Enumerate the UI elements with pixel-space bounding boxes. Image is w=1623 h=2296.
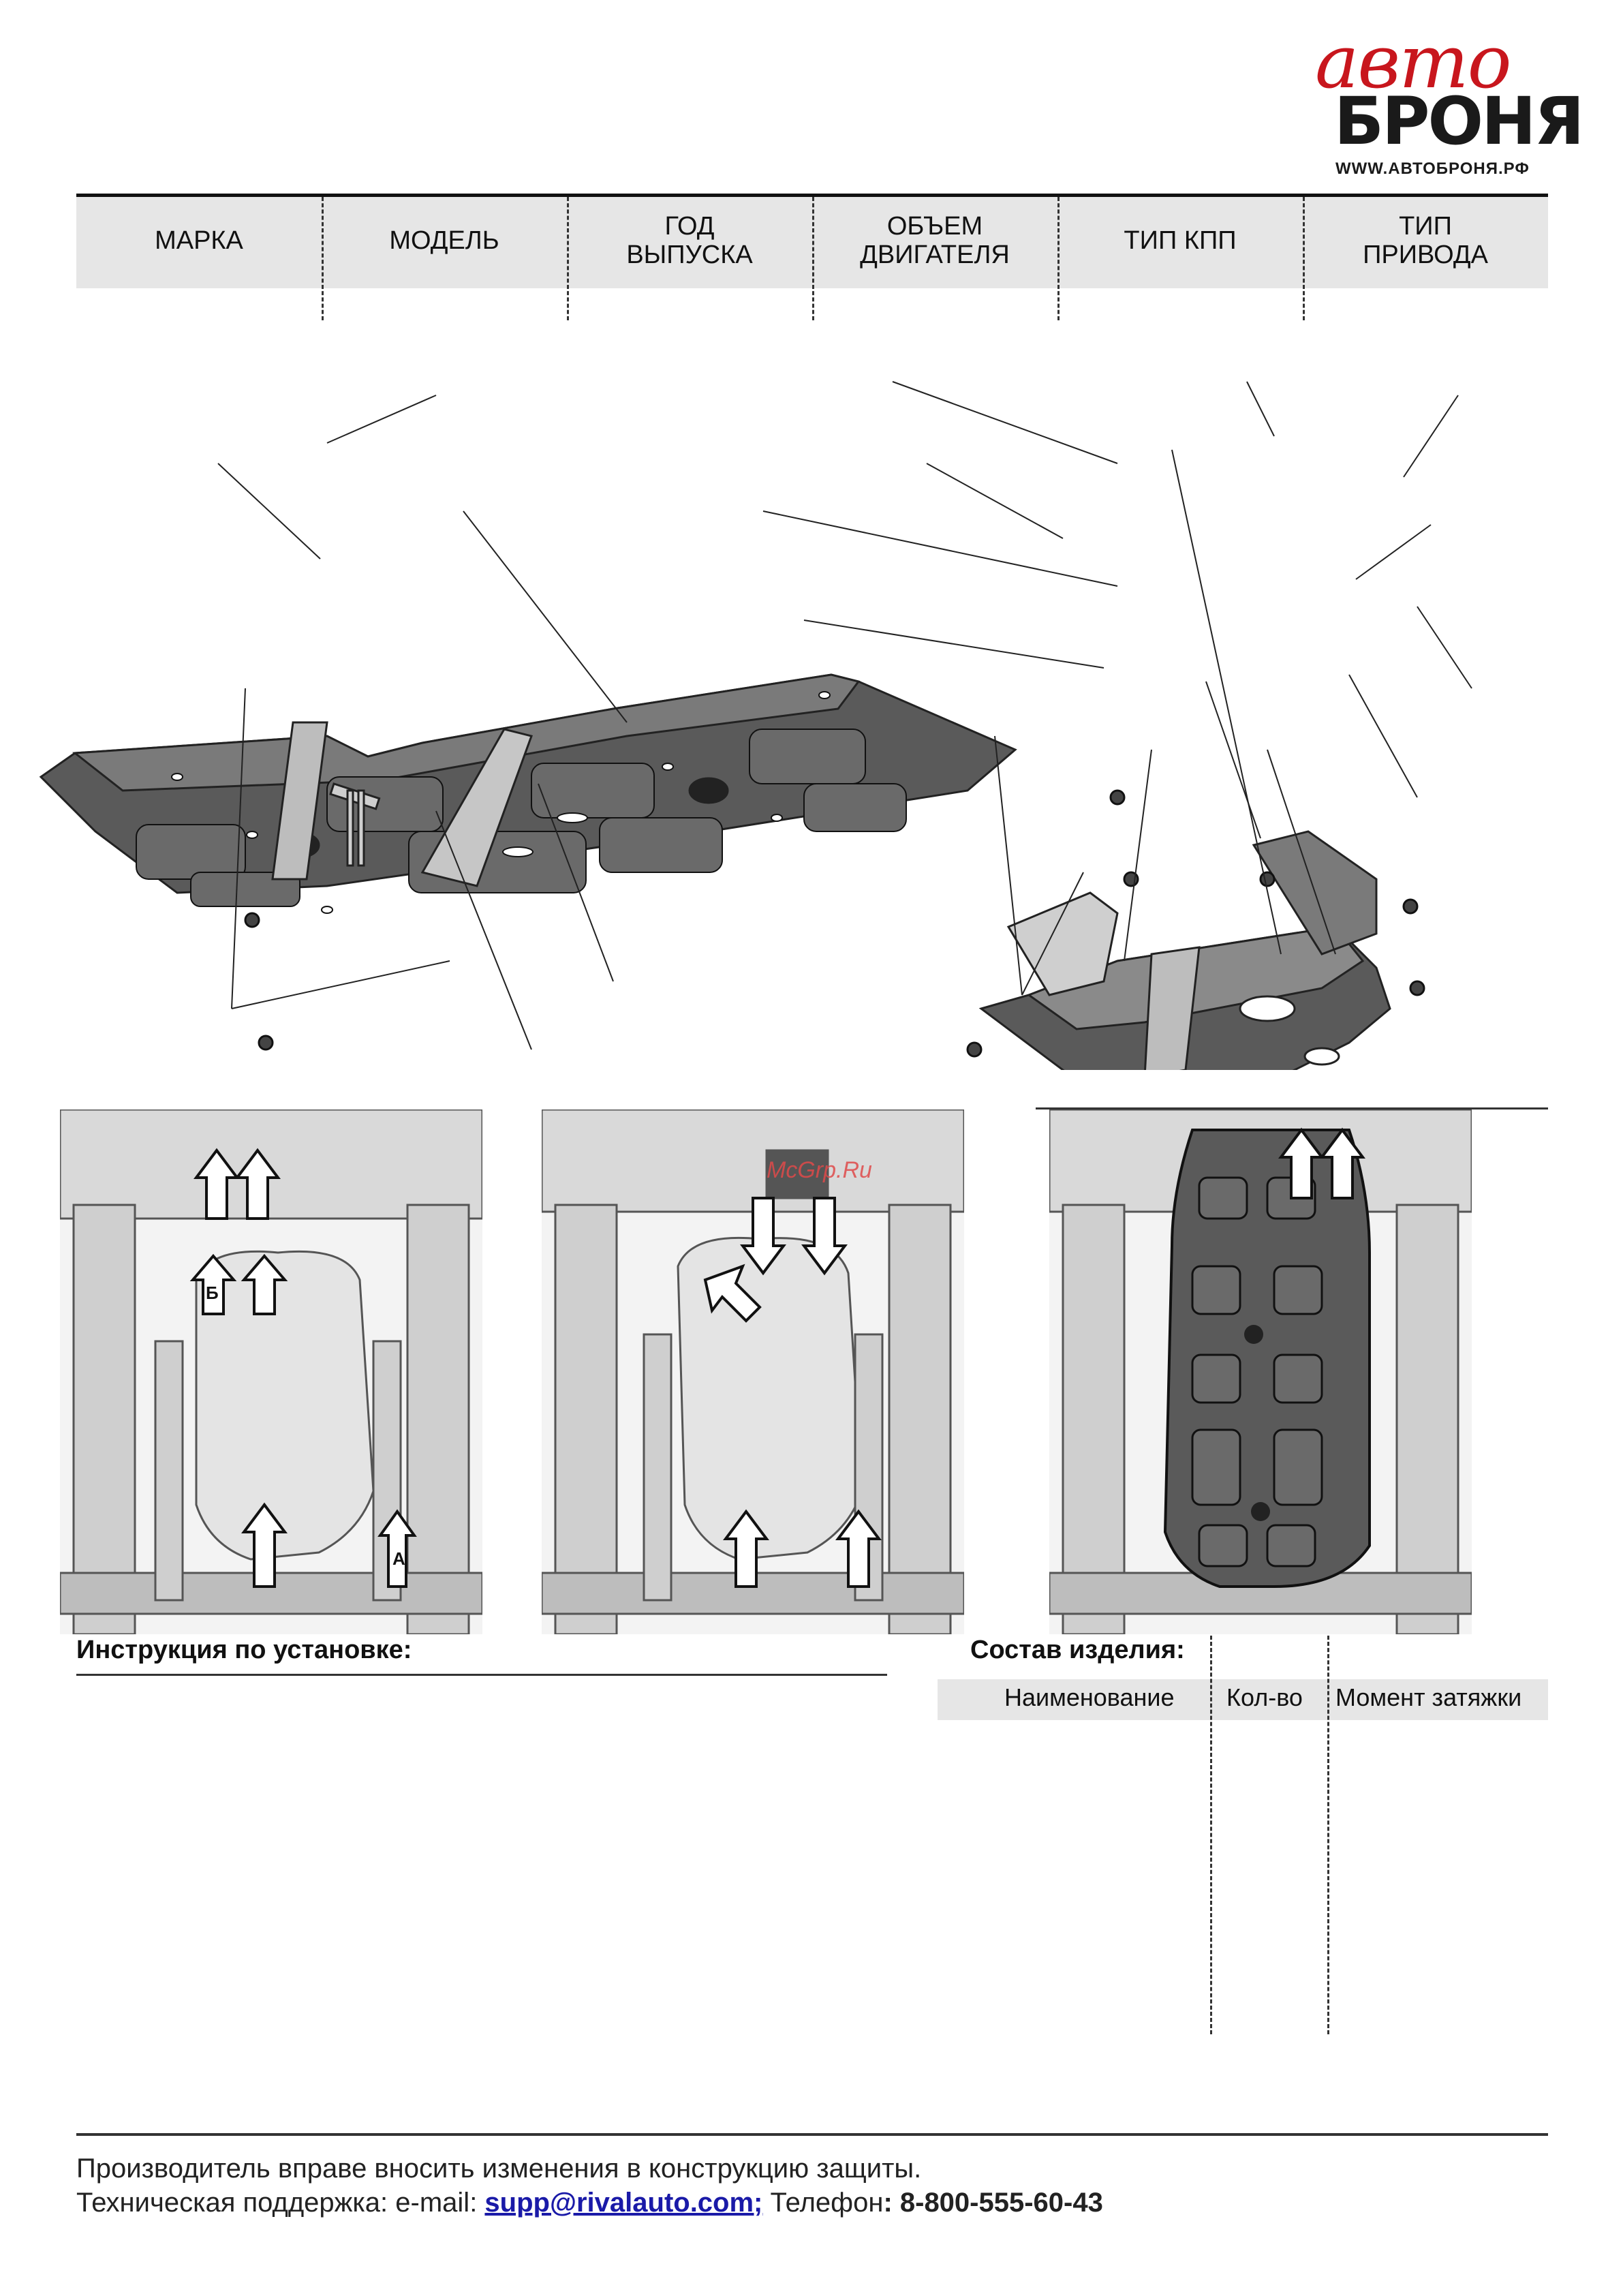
install-heading-rule — [76, 1674, 887, 1676]
composition-col-divider — [1327, 1636, 1329, 2034]
composition-col-divider — [1210, 1636, 1212, 2034]
footer-disclaimer: Производитель вправе вносить изменения в… — [76, 2154, 922, 2184]
watermark-text: McGrp.Ru — [767, 1157, 872, 1183]
composition-header-band — [938, 1679, 1548, 1720]
brand-logo: авто БРОНЯ WWW.АВТОБРОНЯ.РФ — [1295, 20, 1584, 183]
composition-col-qty: Кол-во — [1226, 1683, 1303, 1711]
spec-col-brand: МАРКА — [155, 226, 243, 255]
spec-col-year: ГОД ВЫПУСКА — [626, 211, 753, 269]
composition-col-name: Наименование — [1004, 1683, 1175, 1711]
install-heading: Инструкция по установке: — [76, 1636, 412, 1664]
logo-main-text: БРОНЯ — [1334, 83, 1584, 159]
left-bracket — [271, 721, 328, 881]
vehicle-spec-table: МАРКА МОДЕЛЬ ГОД ВЫПУСКА ОБЪЕМ ДВИГАТЕЛЯ… — [76, 194, 1548, 320]
footer-rule — [76, 2133, 1548, 2136]
install-photo-step-1: Б А — [60, 1109, 482, 1634]
photo-label-b: Б — [206, 1283, 219, 1303]
spec-col-divider — [322, 197, 324, 320]
spec-col-gearbox: ТИП КПП — [1124, 226, 1237, 255]
composition-col-torque: Момент затяжки — [1335, 1683, 1522, 1711]
phone-label: Телефон — [762, 2188, 884, 2218]
photo-label-a: А — [392, 1548, 405, 1569]
spec-col-divider — [1303, 197, 1305, 320]
spec-col-drive: ТИП ПРИВОДА — [1363, 211, 1488, 269]
support-phone: : 8-800-555-60-43 — [883, 2188, 1103, 2218]
exploded-assembly-diagram — [39, 381, 1472, 1070]
logo-script-text: авто — [1315, 20, 1512, 105]
logo-website: WWW.АВТОБРОНЯ.РФ — [1335, 159, 1530, 178]
install-photo-step-3 — [1049, 1109, 1472, 1634]
support-email-link[interactable]: supp@rivalauto.com; — [484, 2188, 763, 2218]
support-label: Техническая поддержка: e-mail: — [76, 2188, 485, 2218]
spec-col-divider — [812, 197, 814, 320]
spec-col-engine: ОБЪЕМ ДВИГАТЕЛЯ — [860, 211, 1010, 269]
spec-col-divider — [1057, 197, 1060, 320]
spec-col-model: МОДЕЛЬ — [389, 226, 499, 255]
footer-support: Техническая поддержка: e-mail: supp@riva… — [76, 2188, 1103, 2218]
install-photo-step-2: McGrp.Ru — [542, 1109, 964, 1634]
composition-heading: Состав изделия: — [970, 1636, 1185, 1664]
section-divider — [1036, 1107, 1548, 1109]
spec-col-divider — [567, 197, 569, 320]
